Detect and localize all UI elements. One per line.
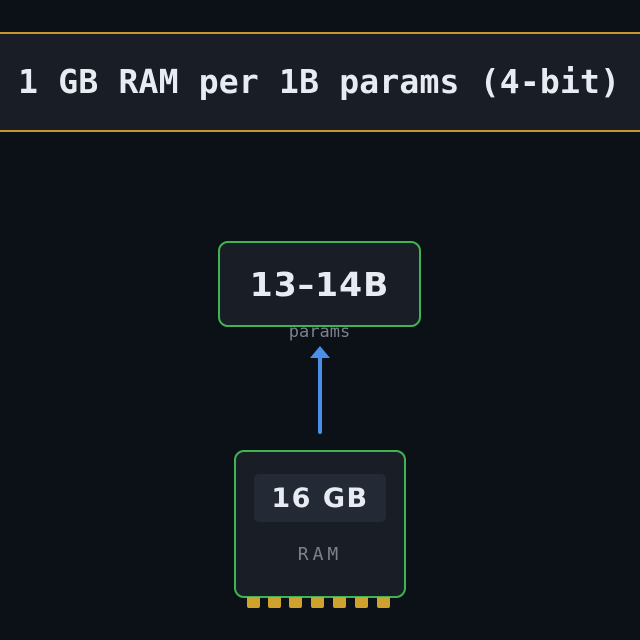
ram-pin [377, 597, 390, 608]
ram-pin [247, 597, 260, 608]
ram-value-box: 16 GB [254, 474, 386, 522]
up-arrow-icon [310, 346, 330, 434]
ram-pin [289, 597, 302, 608]
banner-text: ≈ 1 GB RAM per 1B params (4-bit) [0, 62, 621, 101]
ram-pin [355, 597, 368, 608]
ram-pin [268, 597, 281, 608]
params-label: params [288, 322, 351, 342]
ram-label: RAM [297, 544, 343, 565]
ram-value: 16 GB [271, 482, 369, 514]
params-box: 13–14B [218, 241, 421, 327]
params-value: 13–14B [249, 264, 390, 304]
ram-pin [311, 597, 324, 608]
rule-of-thumb-banner: ≈ 1 GB RAM per 1B params (4-bit) [0, 32, 640, 132]
ram-pin [333, 597, 346, 608]
ram-chip: 16 GB RAM [234, 450, 406, 598]
